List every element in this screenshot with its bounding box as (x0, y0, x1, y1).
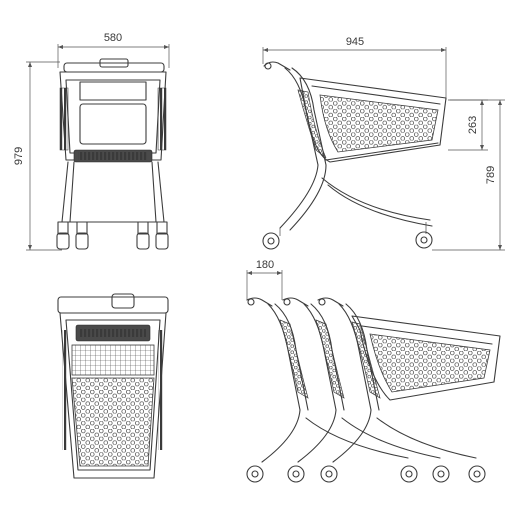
top-view (57, 293, 169, 479)
front-view-wheels (56, 221, 169, 250)
width-label: 580 (104, 32, 122, 44)
nested-cart-2 (282, 297, 450, 483)
nested-cart-1 (246, 297, 418, 483)
length-label: 945 (346, 36, 364, 48)
side-view-wheels (262, 231, 433, 250)
nesting-label: 180 (256, 259, 274, 271)
basket-height-label: 263 (467, 116, 479, 134)
front-view: 580 979 (13, 32, 170, 251)
nested-view: 180 (246, 259, 501, 483)
handle-height-label: 789 (485, 166, 497, 184)
length-dimension: 945 (262, 36, 447, 100)
nested-cart-3 (317, 297, 501, 483)
total-height-dimension: 979 (13, 61, 62, 251)
side-view: 945 263 789 (262, 36, 505, 251)
width-dimension: 580 (57, 32, 170, 68)
nesting-dimension: 180 (246, 259, 283, 300)
basket-height-dimension: 263 (448, 99, 488, 151)
handle-height-dimension: 789 (432, 99, 505, 251)
total-height-label: 979 (13, 147, 25, 165)
